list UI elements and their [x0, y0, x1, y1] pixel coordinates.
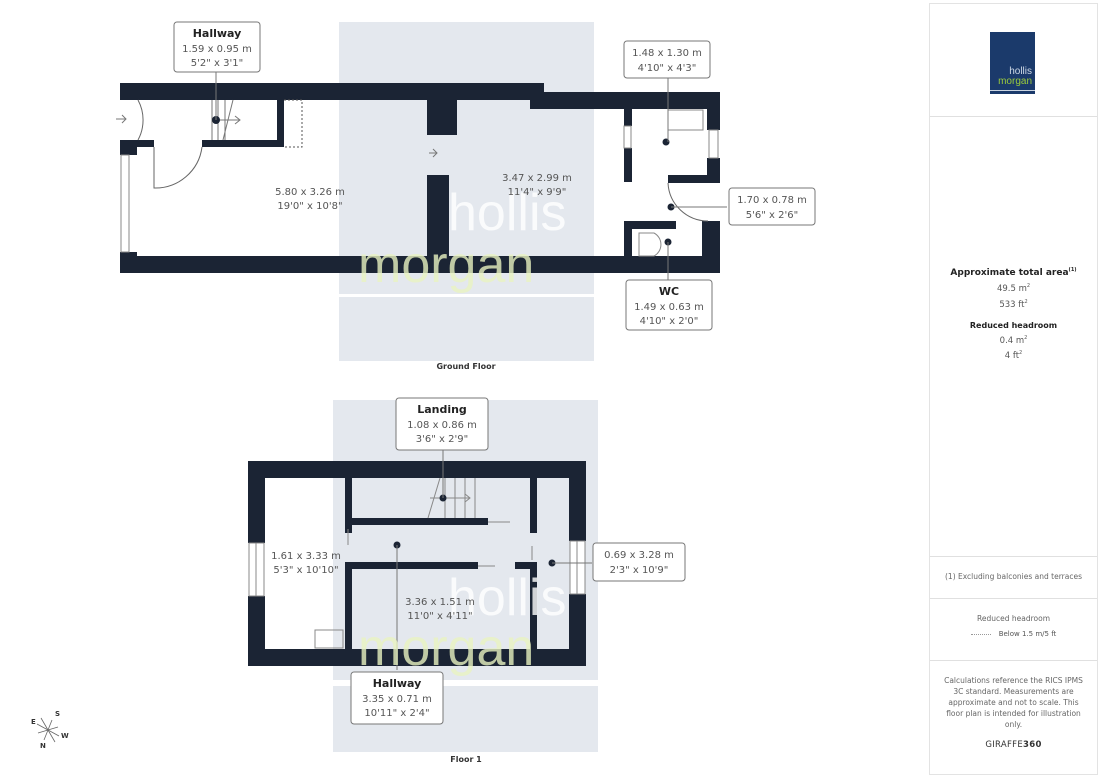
entry-arrows	[116, 114, 438, 158]
hollis-morgan-logo: hollis morgan	[990, 32, 1035, 94]
room-wc-name: WC	[659, 285, 679, 298]
legend-title: Reduced headroom	[976, 614, 1050, 623]
legend-item: Below 1.5 m/5 ft	[930, 630, 1097, 638]
dotted-line-icon	[970, 633, 991, 635]
floor-plan-area: hollis morgan hollis morgan S E W N Grou…	[31, 21, 816, 764]
room-hallway-gf-name: Hallway	[193, 27, 242, 40]
room-bedroom2-metric: 3.36 x 1.51 m	[405, 597, 475, 608]
floor1-walls	[248, 461, 586, 666]
disclaimer-section: Calculations reference the RICS IPMS 3C …	[930, 660, 1097, 775]
svg-text:morgan: morgan	[358, 236, 534, 294]
ground-floor-title: Ground Floor	[436, 362, 495, 371]
room-landing-name: Landing	[417, 403, 467, 416]
area-section: Approximate total area(1) 49.5 m2 533 ft…	[930, 116, 1097, 557]
ground-floor-doors	[137, 99, 709, 222]
room-bedroom1-metric: 1.61 x 3.33 m	[271, 551, 341, 562]
ground-floor-shading	[339, 22, 594, 361]
ground-floor-leaders	[215, 72, 727, 282]
reduced-headroom-ft2: 4 ft2	[1004, 350, 1023, 362]
ground-floor-windows	[120, 125, 719, 253]
disclaimer-text: Calculations reference the RICS IPMS 3C …	[944, 676, 1083, 729]
floor-plan-drawing: hollis morgan hollis morgan S E W N Grou…	[31, 21, 816, 764]
floor1-title: Floor 1	[450, 755, 482, 764]
svg-text:hollis: hollis	[448, 569, 567, 627]
room-hallway-gf-imperial: 5'2" x 3'1"	[191, 58, 243, 69]
total-area-title: Approximate total area(1)	[950, 267, 1077, 278]
floor1-leaders	[396, 450, 592, 670]
reduced-headroom-m2: 0.4 m2	[999, 334, 1028, 346]
room-landing-metric: 1.08 x 0.86 m	[407, 420, 477, 431]
total-area-m2: 49.5 m2	[996, 283, 1031, 294]
room-wc-metric: 1.49 x 0.63 m	[634, 302, 704, 313]
compass-n: N	[40, 742, 46, 750]
room-hallway-gf-metric: 1.59 x 0.95 m	[182, 44, 252, 55]
room-corridor-imperial: 5'6" x 2'6"	[746, 210, 798, 221]
reduced-headroom-zone	[284, 99, 303, 148]
room-wc-imperial: 4'10" x 2'0"	[640, 316, 699, 327]
logo-line1: hollis	[1009, 66, 1032, 77]
svg-text:hollis: hollis	[448, 184, 567, 242]
logo-section: hollis morgan	[930, 4, 1097, 116]
room-bedroom2-imperial: 11'0" x 4'11"	[407, 611, 472, 622]
compass-e: E	[31, 718, 36, 726]
total-area-ft2: 533 ft2	[999, 298, 1028, 310]
room-hallway-f1-metric: 3.35 x 0.71 m	[362, 694, 432, 705]
room-living-metric: 5.80 x 3.26 m	[275, 187, 345, 198]
room-corridor-metric: 1.70 x 0.78 m	[737, 195, 807, 206]
ground-floor-walls	[120, 83, 720, 273]
room-landing-imperial: 3'6" x 2'9"	[416, 434, 468, 445]
room-living-imperial: 19'0" x 10'8"	[277, 201, 342, 212]
room-f1-small-metric: 0.69 x 3.28 m	[604, 550, 674, 561]
floor1-windows	[248, 540, 586, 597]
compass-s: S	[55, 710, 60, 718]
side-panel: hollis morgan Approximate total area(1) …	[929, 3, 1098, 775]
reduced-headroom-title: Reduced headroom	[969, 320, 1058, 330]
legend-section: Reduced headroom Below 1.5 m/5 ft	[930, 598, 1097, 661]
room-shower-metric: 1.48 x 1.30 m	[632, 48, 702, 59]
room-shower-imperial: 4'10" x 4'3"	[638, 63, 697, 74]
room-hallway-f1-imperial: 10'11" x 2'4"	[364, 708, 429, 719]
svg-text:morgan: morgan	[358, 619, 534, 677]
giraffe360-brand: GIRAFFE360	[985, 740, 1042, 750]
footnote-text: (1) Excluding balconies and terraces	[945, 572, 1082, 581]
footnote-section: (1) Excluding balconies and terraces	[930, 556, 1097, 599]
logo-line2: morgan	[998, 76, 1032, 87]
room-bedroom1-imperial: 5'3" x 10'10"	[273, 565, 338, 576]
room-kitchen-metric: 3.47 x 2.99 m	[502, 173, 572, 184]
watermark-floor1: hollis morgan	[358, 569, 567, 677]
compass-w: W	[61, 732, 69, 740]
room-kitchen-imperial: 11'4" x 9'9"	[508, 187, 567, 198]
room-hallway-f1-name: Hallway	[373, 677, 422, 690]
compass-icon	[36, 717, 60, 743]
watermark-ground: hollis morgan	[358, 184, 567, 294]
room-f1-small-imperial: 2'3" x 10'9"	[610, 565, 669, 576]
